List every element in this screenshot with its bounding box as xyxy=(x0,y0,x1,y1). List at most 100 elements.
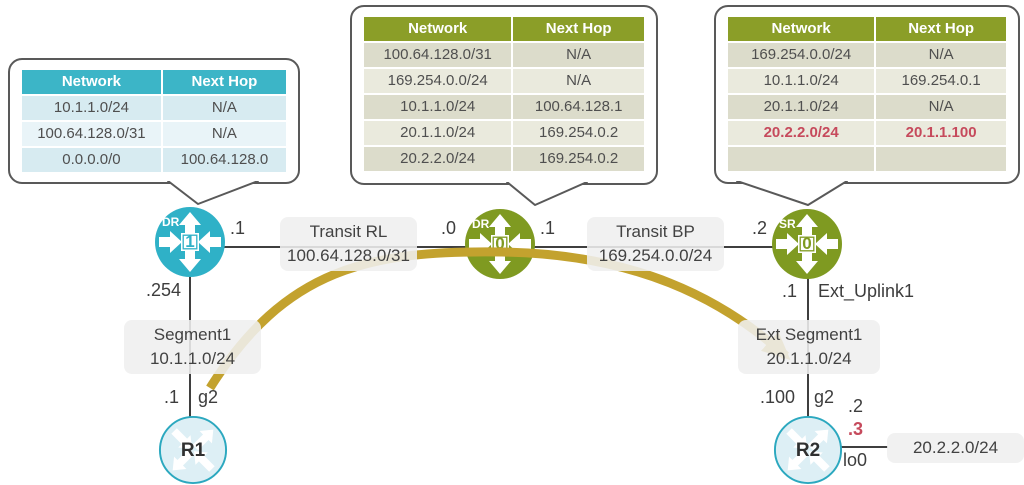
link-name: Ext Segment1 xyxy=(755,325,863,344)
interface-label-r1-g2: g2 xyxy=(198,387,219,407)
table-cell: 169.254.0.1 xyxy=(876,69,1006,93)
sr0-number: 0 xyxy=(802,234,812,253)
router-icon xyxy=(772,209,842,279)
table-row xyxy=(728,147,1006,171)
gateway-dr0-node: DR 0 xyxy=(464,208,536,280)
table-header: Network xyxy=(728,17,875,41)
link-name: Transit BP xyxy=(616,222,695,241)
bubble-tail xyxy=(167,181,259,205)
port-label-dr1-transit: .1 xyxy=(230,218,246,238)
link-name: Segment1 xyxy=(153,325,232,344)
table-cell: N/A xyxy=(162,96,286,120)
link-name: Transit RL xyxy=(309,222,388,241)
table-header: Next Hop xyxy=(162,70,286,94)
router-r2-node: R2 xyxy=(773,415,843,485)
r2-loopback-label: 20.2.2.0/24 xyxy=(887,433,1024,463)
table-cell: 10.1.1.0/24 xyxy=(728,69,875,93)
link-subnet: 169.254.0.0/24 xyxy=(598,246,713,265)
link-subnet: 20.1.1.0/24 xyxy=(766,349,852,368)
port-label-sr0-uplink: .1 xyxy=(782,281,798,301)
table-cell: 20.1.1.0/24 xyxy=(728,95,875,119)
table-cell: N/A xyxy=(513,69,644,93)
host-router-icon xyxy=(773,415,843,485)
r1-label: R1 xyxy=(180,440,206,461)
interface-label-r2-g2: g2 xyxy=(814,387,835,407)
table-header: Next Hop xyxy=(876,17,1006,41)
table-cell: 169.254.0.0/24 xyxy=(728,43,875,67)
ext-segment1-label: Ext Segment1 20.1.1.0/24 xyxy=(738,320,880,374)
table-cell: 100.64.128.1 xyxy=(513,95,644,119)
table-cell: 10.1.1.0/24 xyxy=(364,95,512,119)
table-header: Network xyxy=(22,70,161,94)
bubble-tail xyxy=(506,182,588,206)
port-label-sr0-left: .2 xyxy=(752,218,768,238)
table-cell: 169.254.0.2 xyxy=(513,147,644,171)
r2-label: R2 xyxy=(795,440,821,461)
port-label-r1-address: .1 xyxy=(164,387,180,407)
bubble-tail xyxy=(736,181,848,206)
link-subnet: 10.1.1.0/24 xyxy=(149,349,236,368)
table-cell: 169.254.0.0/24 xyxy=(364,69,512,93)
table-cell: N/A xyxy=(513,43,644,67)
table-cell: 20.2.2.0/24 xyxy=(364,147,512,171)
table-cell: 0.0.0.0/0 xyxy=(22,148,161,172)
dr0-badge: DR xyxy=(472,217,490,231)
table-cell xyxy=(876,147,1006,171)
router-r1-node: R1 xyxy=(158,415,228,485)
dr0-number: 0 xyxy=(495,234,505,253)
table-cell: N/A xyxy=(876,95,1006,119)
port-label-r2-dot2: .2 xyxy=(848,396,864,416)
table-cell: 100.64.128.0/31 xyxy=(22,122,161,146)
table-cell: 20.1.1.100 xyxy=(876,121,1006,145)
table-cell: N/A xyxy=(162,122,286,146)
table-header: Network xyxy=(364,17,512,41)
table-header: Next Hop xyxy=(513,17,644,41)
table-cell: 20.1.1.0/24 xyxy=(364,121,512,145)
table-cell: 10.1.1.0/24 xyxy=(22,96,161,120)
port-label-dr0-right: .1 xyxy=(540,218,556,238)
port-label-r2-dot3: .3 xyxy=(848,419,864,439)
transit-rl-label: Transit RL 100.64.128.0/31 xyxy=(280,217,417,271)
table-cell: 169.254.0.2 xyxy=(513,121,644,145)
link-subnet: 100.64.128.0/31 xyxy=(287,246,410,265)
dr1-badge: DR xyxy=(162,215,180,229)
gateway-dr1-node: DR 1 xyxy=(154,206,226,278)
sr0-badge: SR xyxy=(779,217,796,231)
host-router-icon xyxy=(158,415,228,485)
interface-label-ext-uplink1: Ext_Uplink1 xyxy=(818,281,915,301)
dr1-number: 1 xyxy=(185,232,195,251)
table-cell: N/A xyxy=(876,43,1006,67)
table-cell: 100.64.128.0 xyxy=(162,148,286,172)
transit-bp-label: Transit BP 169.254.0.0/24 xyxy=(587,217,724,271)
table-cell xyxy=(728,147,875,171)
port-label-dr1-segment: .254 xyxy=(146,280,182,300)
interface-label-r2-lo0: lo0 xyxy=(843,450,868,470)
link-subnet: 20.2.2.0/24 xyxy=(912,438,999,457)
gateway-sr0-node: SR 0 xyxy=(771,208,843,280)
port-label-r2-address: .100 xyxy=(760,387,796,407)
table-cell: 20.2.2.0/24 xyxy=(728,121,875,145)
segment1-label: Segment1 10.1.1.0/24 xyxy=(124,320,261,374)
